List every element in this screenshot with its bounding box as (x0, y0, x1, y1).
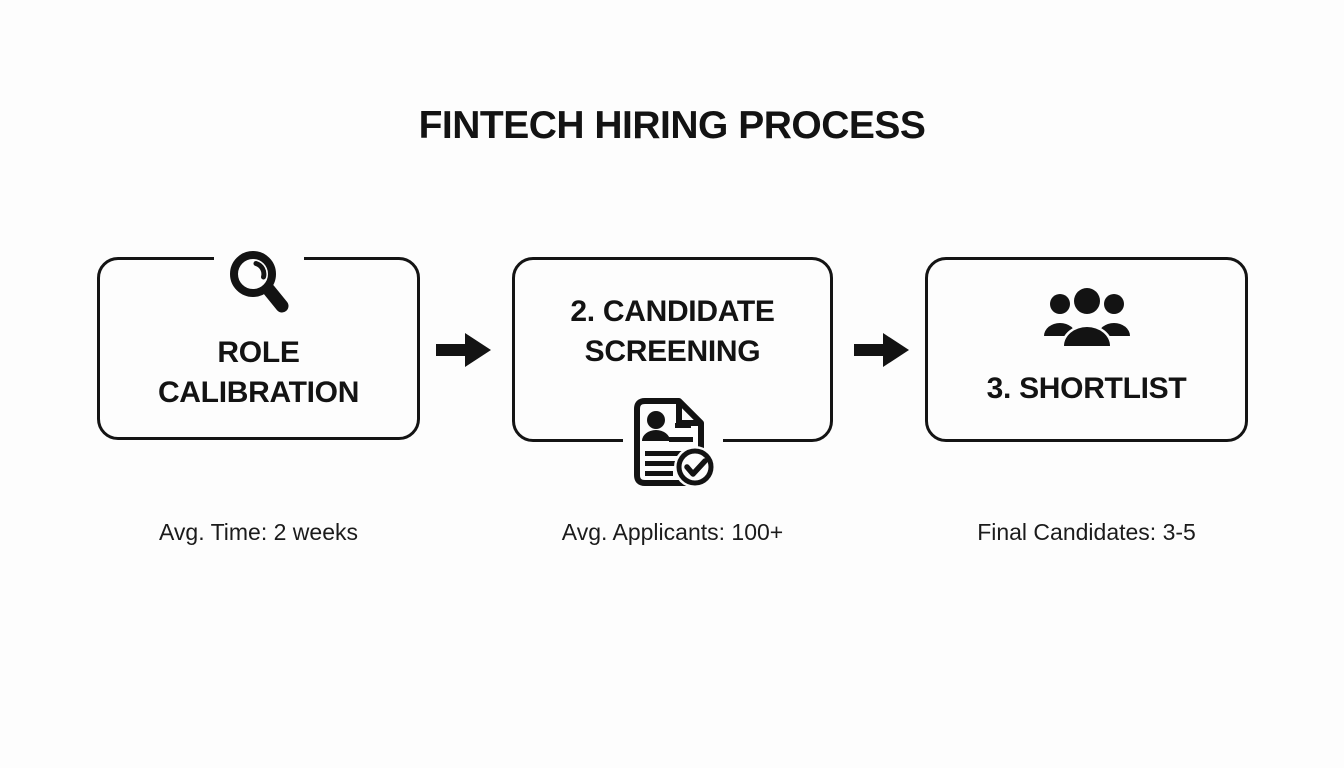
arrow-right-icon (436, 333, 491, 367)
step-box-candidate-screening: 2. CANDIDATE SCREENING (512, 257, 833, 490)
magnifier-icon (213, 246, 304, 324)
step-box-role-calibration: ROLE CALIBRATION (97, 246, 420, 440)
document-check-icon (622, 393, 723, 490)
arrow-right-icon (854, 333, 909, 367)
step-label: 2. CANDIDATE SCREENING (515, 292, 830, 372)
step-label: 3. SHORTLIST (928, 369, 1245, 409)
step-label-line: ROLE (217, 336, 300, 369)
step-label-line: SCREENING (584, 335, 761, 368)
step-caption-avg-applicants: Avg. Applicants: 100+ (561, 519, 784, 545)
step-caption-avg-time: Avg. Time: 2 weeks (159, 519, 358, 545)
people-group-icon (1041, 285, 1133, 349)
step-label-line: CALIBRATION (157, 376, 360, 409)
step-caption-final-candidates: Final Candidates: 3-5 (977, 519, 1196, 545)
diagram-title: FINTECH HIRING PROCESS (418, 104, 926, 147)
step-label-line: 3. SHORTLIST (986, 372, 1187, 405)
step-box-shortlist: 3. SHORTLIST (925, 257, 1248, 442)
step-label: ROLE CALIBRATION (100, 333, 417, 413)
step-label-line: 2. CANDIDATE (570, 295, 775, 328)
